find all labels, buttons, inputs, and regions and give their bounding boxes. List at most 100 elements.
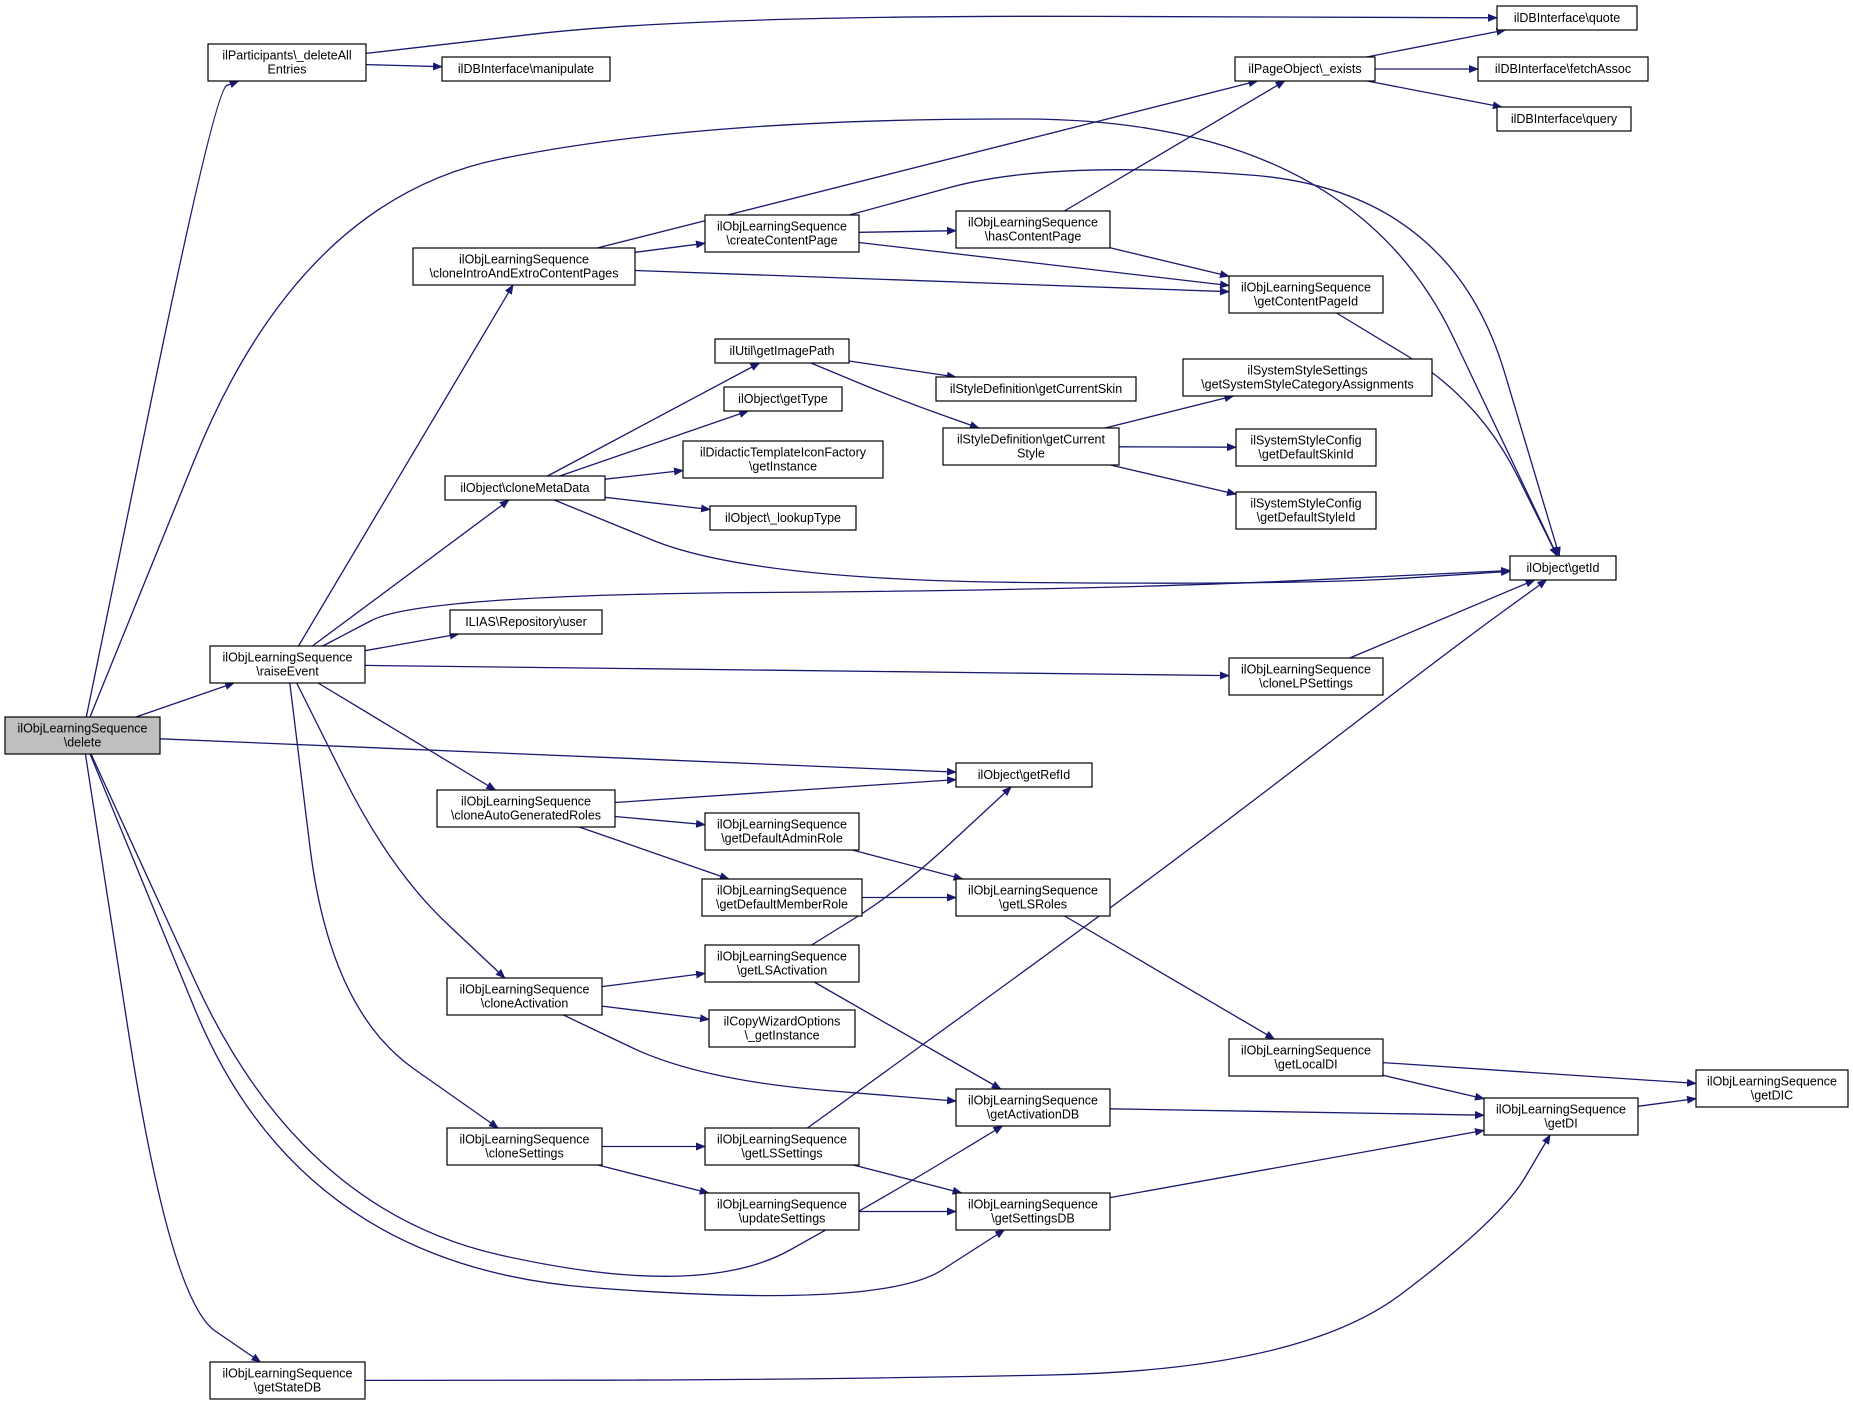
node-box <box>1228 657 1384 696</box>
node-label: ilDBInterface\manipulate <box>458 62 594 76</box>
node-getDefaultSkinId[interactable]: ilSystemStyleConfig\getDefaultSkinId <box>1235 428 1377 467</box>
node-getId[interactable]: ilObject\getId <box>1509 555 1617 581</box>
edge-raiseEvent-to-cloneMetaData <box>312 499 510 647</box>
node-label: \cloneAutoGeneratedRoles <box>451 809 601 823</box>
node-label: ilUtil\getImagePath <box>730 344 835 358</box>
node-quote[interactable]: ilDBInterface\quote <box>1496 5 1638 31</box>
node-getDI[interactable]: ilObjLearningSequence\getDI <box>1483 1097 1639 1136</box>
node-label: ilObjLearningSequence <box>717 220 847 234</box>
node-hasContentPage[interactable]: ilObjLearningSequence\hasContentPage <box>955 210 1111 249</box>
node-fetchAssoc[interactable]: ilDBInterface\fetchAssoc <box>1477 56 1649 82</box>
node-label: \getDI <box>1544 1117 1577 1131</box>
node-label: ilObjLearningSequence <box>1496 1103 1626 1117</box>
node-cloneLPSettings[interactable]: ilObjLearningSequence\cloneLPSettings <box>1228 657 1384 696</box>
node-label: \getDefaultAdminRole <box>721 832 843 846</box>
node-box <box>1509 555 1617 581</box>
node-box <box>708 1009 856 1048</box>
edge-getImagePath-to-getCurrentSkin <box>848 360 957 380</box>
node-cloneMetaData[interactable]: ilObject\cloneMetaData <box>444 475 606 501</box>
node-getLSSettings[interactable]: ilObjLearningSequence\getLSSettings <box>704 1127 860 1166</box>
nodes-layer: ilObjLearningSequence\delete ilParticipan… <box>4 5 1849 1400</box>
edge-cloneActivation-to-copyWizard <box>601 1005 710 1023</box>
node-box <box>1477 56 1649 82</box>
node-label: \getActivationDB <box>987 1108 1079 1122</box>
node-label: ilStyleDefinition\getCurrent <box>957 433 1106 447</box>
node-getLocalDI[interactable]: ilObjLearningSequence\getLocalDI <box>1228 1038 1384 1077</box>
node-getContentPageId[interactable]: ilObjLearningSequence\getContentPageId <box>1228 275 1384 314</box>
node-label: \updateSettings <box>739 1212 826 1226</box>
node-box <box>955 878 1111 917</box>
node-box <box>942 427 1120 466</box>
edge-raiseEvent-to-user <box>364 631 460 652</box>
node-getDefaultMemberRole[interactable]: ilObjLearningSequence\getDefaultMemberRo… <box>701 878 863 917</box>
node-label: ilCopyWizardOptions <box>724 1015 841 1029</box>
node-user[interactable]: ILIAS\Repository\user <box>449 609 603 635</box>
edges-layer <box>84 13 1697 1382</box>
edge-raiseEvent-to-cloneSettings <box>289 682 499 1129</box>
edge-hasContentPage-to-exists <box>1064 80 1286 212</box>
node-updateSettings[interactable]: ilObjLearningSequence\updateSettings <box>704 1192 860 1231</box>
edge-getStateDB-to-getDI <box>364 1134 1551 1382</box>
node-createContentPage[interactable]: ilObjLearningSequence\createContentPage <box>704 214 860 253</box>
node-box <box>444 475 606 501</box>
node-label: \_getInstance <box>744 1029 819 1043</box>
node-label: ilObjLearningSequence <box>968 1094 1098 1108</box>
node-cloneSettings[interactable]: ilObjLearningSequence\cloneSettings <box>446 1127 603 1166</box>
node-getDefaultAdminRole[interactable]: ilObjLearningSequence\getDefaultAdminRol… <box>704 812 860 851</box>
node-box <box>207 43 367 82</box>
node-label: ILIAS\Repository\user <box>465 615 587 629</box>
node-label: ilObjLearningSequence <box>968 216 1098 230</box>
node-box <box>682 440 884 479</box>
node-label: ilObjLearningSequence <box>717 950 847 964</box>
edge-getDI-to-getDIC <box>1637 1095 1697 1107</box>
node-getDefaultStyleId[interactable]: ilSystemStyleConfig\getDefaultStyleId <box>1235 491 1377 530</box>
edge-raiseEvent-to-cloneIntro <box>297 284 514 647</box>
node-label: ilDBInterface\query <box>1511 112 1618 126</box>
node-label: \getInstance <box>749 460 817 474</box>
node-exists[interactable]: ilPageObject\_exists <box>1234 56 1376 82</box>
node-didactic[interactable]: ilDidacticTemplateIconFactory\getInstanc… <box>682 440 884 479</box>
node-getSysStyleCat[interactable]: ilSystemStyleSettings\getSystemStyleCate… <box>1182 358 1433 397</box>
node-copyWizard[interactable]: ilCopyWizardOptions\_getInstance <box>708 1009 856 1048</box>
node-cloneIntro[interactable]: ilObjLearningSequence\cloneIntroAndExtro… <box>412 247 636 286</box>
edge-hasContentPage-to-getContentPageId <box>1109 247 1230 279</box>
node-label: ilObjLearningSequence <box>717 1198 847 1212</box>
node-label: \getLSRoles <box>999 898 1067 912</box>
node-label: ilSystemStyleConfig <box>1250 497 1361 511</box>
node-getDIC[interactable]: ilObjLearningSequence\getDIC <box>1695 1069 1849 1108</box>
edge-deleteAll-to-quote <box>365 13 1498 55</box>
node-box <box>436 789 616 828</box>
node-box <box>704 1127 860 1166</box>
node-box <box>955 210 1111 249</box>
node-getStateDB[interactable]: ilObjLearningSequence\getStateDB <box>209 1361 366 1400</box>
node-raiseEvent[interactable]: ilObjLearningSequence\raiseEvent <box>209 645 366 684</box>
node-getCurrentSkin[interactable]: ilStyleDefinition\getCurrentSkin <box>935 376 1137 402</box>
node-getLSActivation[interactable]: ilObjLearningSequence\getLSActivation <box>704 944 860 983</box>
node-manipulate[interactable]: ilDBInterface\manipulate <box>441 56 611 82</box>
edge-cloneActivation-to-getLSActivation <box>601 970 706 988</box>
node-getLSRoles[interactable]: ilObjLearningSequence\getLSRoles <box>955 878 1111 917</box>
node-label: ilObjLearningSequence <box>968 1198 1098 1212</box>
edge-cloneAutoRoles-to-getDefaultMemberRole <box>578 826 730 880</box>
node-getSettingsDB[interactable]: ilObjLearningSequence\getSettingsDB <box>955 1192 1111 1231</box>
node-label: ilObjLearningSequence <box>717 818 847 832</box>
edge-exists-to-quote <box>1366 27 1507 58</box>
node-label: ilObjLearningSequence <box>460 983 590 997</box>
node-query[interactable]: ilDBInterface\query <box>1496 106 1632 132</box>
edge-getDefaultAdminRole-to-getLSRoles <box>852 849 964 881</box>
node-cloneAutoRoles[interactable]: ilObjLearningSequence\cloneAutoGenerated… <box>436 789 616 828</box>
node-lookupType[interactable]: ilObject\_lookupType <box>709 505 857 531</box>
node-getRefId[interactable]: ilObject\getRefId <box>955 762 1093 788</box>
node-delete[interactable]: ilObjLearningSequence\delete <box>4 716 161 755</box>
node-getType[interactable]: ilObject\getType <box>723 386 843 412</box>
node-getActivationDB[interactable]: ilObjLearningSequence\getActivationDB <box>955 1088 1111 1127</box>
node-label: ilDBInterface\fetchAssoc <box>1495 62 1631 76</box>
node-box <box>441 56 611 82</box>
edge-delete-to-getStateDB <box>84 753 262 1363</box>
edge-getLSSettings-to-getSettingsDB <box>853 1164 963 1195</box>
edge-delete-to-deleteAll <box>85 80 240 718</box>
node-getImagePath[interactable]: ilUtil\getImagePath <box>714 338 850 364</box>
node-cloneActivation[interactable]: ilObjLearningSequence\cloneActivation <box>446 977 603 1016</box>
